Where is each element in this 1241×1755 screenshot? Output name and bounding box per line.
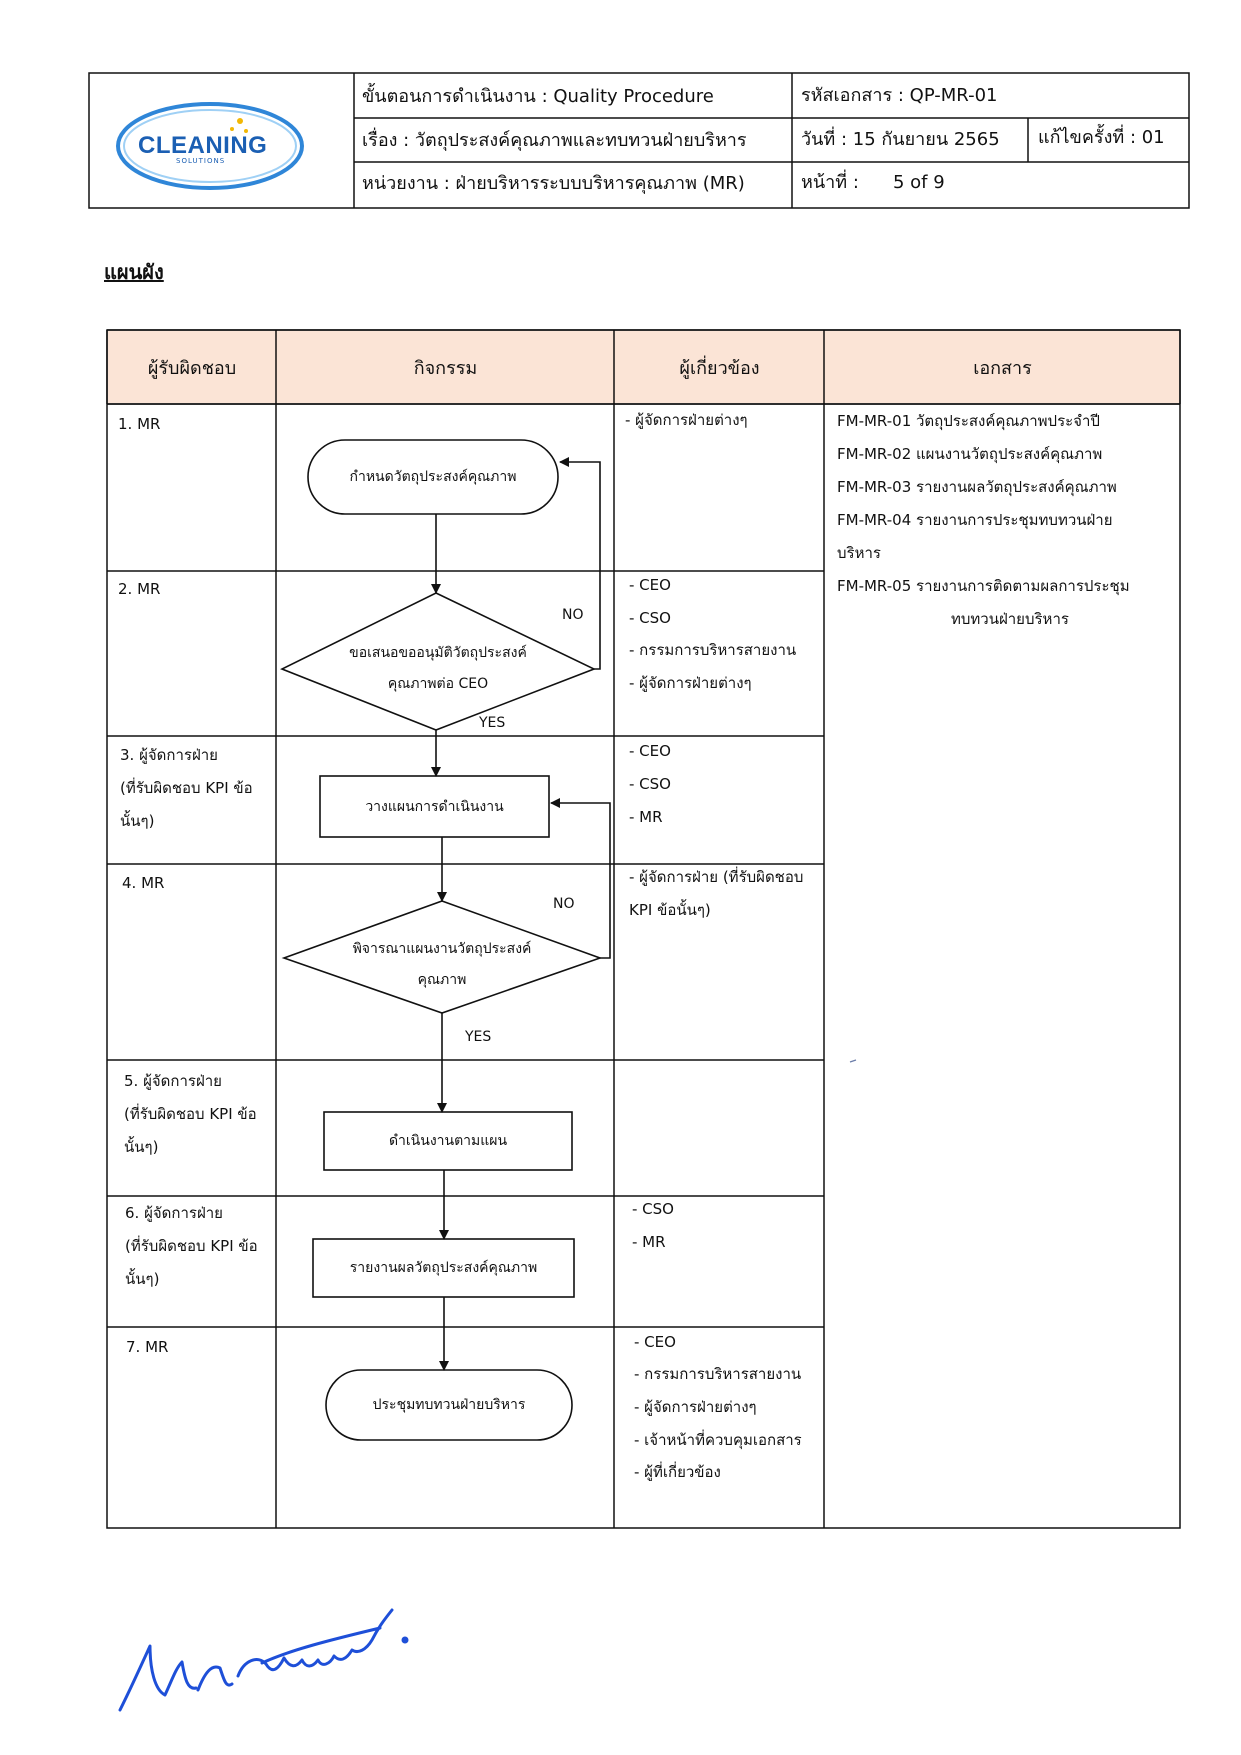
row5-owner-line2: (ที่รับผิดชอบ KPI ข้อ (124, 1105, 257, 1123)
column-header-activity: กิจกรรม (413, 357, 478, 379)
page-label: หน้าที่ : (801, 172, 859, 193)
flow-step2-label-line2: คุณภาพต่อ CEO (387, 676, 489, 692)
signature (118, 1608, 409, 1712)
row3-owner-line3: นั้นๆ) (120, 812, 155, 830)
row6-owner-line1: 6. ผู้จัดการฝ่าย (125, 1204, 223, 1222)
flow-step5-label: ดำเนินงานตามแผน (388, 1133, 508, 1149)
row7-owner: 7. MR (126, 1338, 169, 1356)
row6-owner-line3: นั้นๆ) (125, 1270, 160, 1288)
flow-step1-terminator (307, 439, 559, 515)
document-subject: เรื่อง : วัตถุประสงค์คุณภาพและทบทวนฝ่ายบ… (362, 130, 747, 151)
row6-related-1: - CSO (632, 1200, 674, 1218)
row6-owner-line2: (ที่รับผิดชอบ KPI ข้อ (125, 1237, 258, 1255)
connector-no-loop-4 (550, 798, 611, 959)
flow-step3-label: วางแผนการดำเนินงาน (365, 798, 504, 815)
column-header-documents: เอกสาร (973, 357, 1032, 379)
column-header-row (108, 331, 1179, 403)
procedure-title: ขั้นตอนการดำเนินงาน : Quality Procedure (362, 86, 714, 107)
row6-related-2: - MR (632, 1233, 666, 1251)
row7-related-4: - เจ้าหน้าที่ควบคุมเอกสาร (634, 1431, 802, 1449)
row7-related-3: - ผู้จัดการฝ่ายต่างๆ (634, 1398, 757, 1416)
row2-related-2: - CSO (629, 609, 671, 627)
flow-step4-label-line2: คุณภาพ (417, 972, 467, 988)
row5-owner-line3: นั้นๆ) (124, 1138, 159, 1156)
flow-step3-process (319, 775, 550, 838)
row3-related-3: - MR (629, 808, 663, 826)
section-title: แผนผัง (104, 260, 164, 284)
row2-owner: 2. MR (118, 580, 161, 598)
decision4-no-label: NO (553, 896, 575, 912)
document-item: บริหาร (837, 544, 881, 562)
logo-subtext: SOLUTIONS (176, 157, 226, 165)
flow-step4-decision (281, 900, 603, 1014)
flow-step6-label: รายงานผลวัตถุประสงค์คุณภาพ (349, 1260, 538, 1276)
document-item: FM-MR-01 วัตถุประสงค์คุณภาพประจำปี (837, 412, 1100, 430)
document-item: FM-MR-05 รายงานการติดตามผลการประชุม (837, 577, 1130, 595)
row4-related-2: KPI ข้อนั้นๆ) (629, 901, 711, 919)
document-code: รหัสเอกสาร : QP-MR-01 (801, 85, 998, 106)
flow-step2-label-line1: ขอเสนอขออนุมัติวัตถุประสงค์ (349, 645, 527, 661)
row7-related-5: - ผู้ที่เกี่ยวข้อง (634, 1463, 721, 1481)
decision2-no-label: NO (562, 607, 584, 623)
flow-step2-decision (280, 592, 597, 731)
row7-related-2: - กรรมการบริหารสายงาน (634, 1365, 802, 1383)
responsible-unit: หน่วยงาน : ฝ่ายบริหารระบบบริหารคุณภาพ (M… (362, 173, 745, 194)
flow-step1-label: กำหนดวัตถุประสงค์คุณภาพ (349, 469, 517, 485)
row3-owner-line1: 3. ผู้จัดการฝ่าย (120, 746, 218, 764)
stray-mark (849, 1059, 857, 1063)
document-item: FM-MR-03 รายงานผลวัตถุประสงค์คุณภาพ (837, 478, 1117, 496)
row3-owner-line2: (ที่รับผิดชอบ KPI ข้อ (120, 779, 253, 797)
documents-list: FM-MR-01 วัตถุประสงค์คุณภาพประจำปี FM-MR… (837, 409, 1130, 640)
company-logo (116, 102, 304, 190)
row5-owner-line1: 5. ผู้จัดการฝ่าย (124, 1072, 222, 1090)
document-item: FM-MR-04 รายงานการประชุมทบทวนฝ่าย (837, 511, 1113, 529)
document-item: FM-MR-02 แผนงานวัตถุประสงค์คุณภาพ (837, 445, 1103, 463)
row1-related-1: - ผู้จัดการฝ่ายต่างๆ (625, 411, 748, 429)
row4-related-1: - ผู้จัดการฝ่าย (ที่รับผิดชอบ (629, 868, 804, 886)
row7-related-1: - CEO (634, 1333, 676, 1351)
row2-related-1: - CEO (629, 576, 671, 594)
decision4-yes-label: YES (465, 1029, 492, 1045)
flow-step7-label: ประชุมทบทวนฝ่ายบริหาร (372, 1397, 526, 1413)
decision2-yes-label: YES (479, 715, 506, 731)
row2-related-4: - ผู้จัดการฝ่ายต่างๆ (629, 674, 752, 692)
connector-no-loop-2 (559, 457, 601, 670)
flow-step4-label-line1: พิจารณาแผนงานวัตถุประสงค์ (352, 941, 532, 957)
row3-related-2: - CSO (629, 775, 671, 793)
row2-related-3: - กรรมการบริหารสายงาน (629, 641, 797, 659)
column-header-owner: ผู้รับผิดชอบ (147, 357, 237, 379)
row4-owner: 4. MR (122, 874, 165, 892)
page-number: 5 of 9 (893, 172, 945, 193)
document-date: วันที่ : 15 กันยายน 2565 (801, 129, 1000, 150)
logo-wordmark: CLEANING (138, 132, 268, 159)
flow-step5-process (323, 1111, 573, 1171)
flow-step7-terminator (325, 1369, 573, 1441)
document-item: ทบทวนฝ่ายบริหาร (951, 610, 1069, 628)
header-table-grid (88, 72, 1190, 209)
column-header-related: ผู้เกี่ยวข้อง (679, 357, 760, 379)
document-revision: แก้ไขครั้งที่ : 01 (1038, 127, 1165, 148)
row3-related-1: - CEO (629, 742, 671, 760)
row1-owner: 1. MR (118, 415, 161, 433)
